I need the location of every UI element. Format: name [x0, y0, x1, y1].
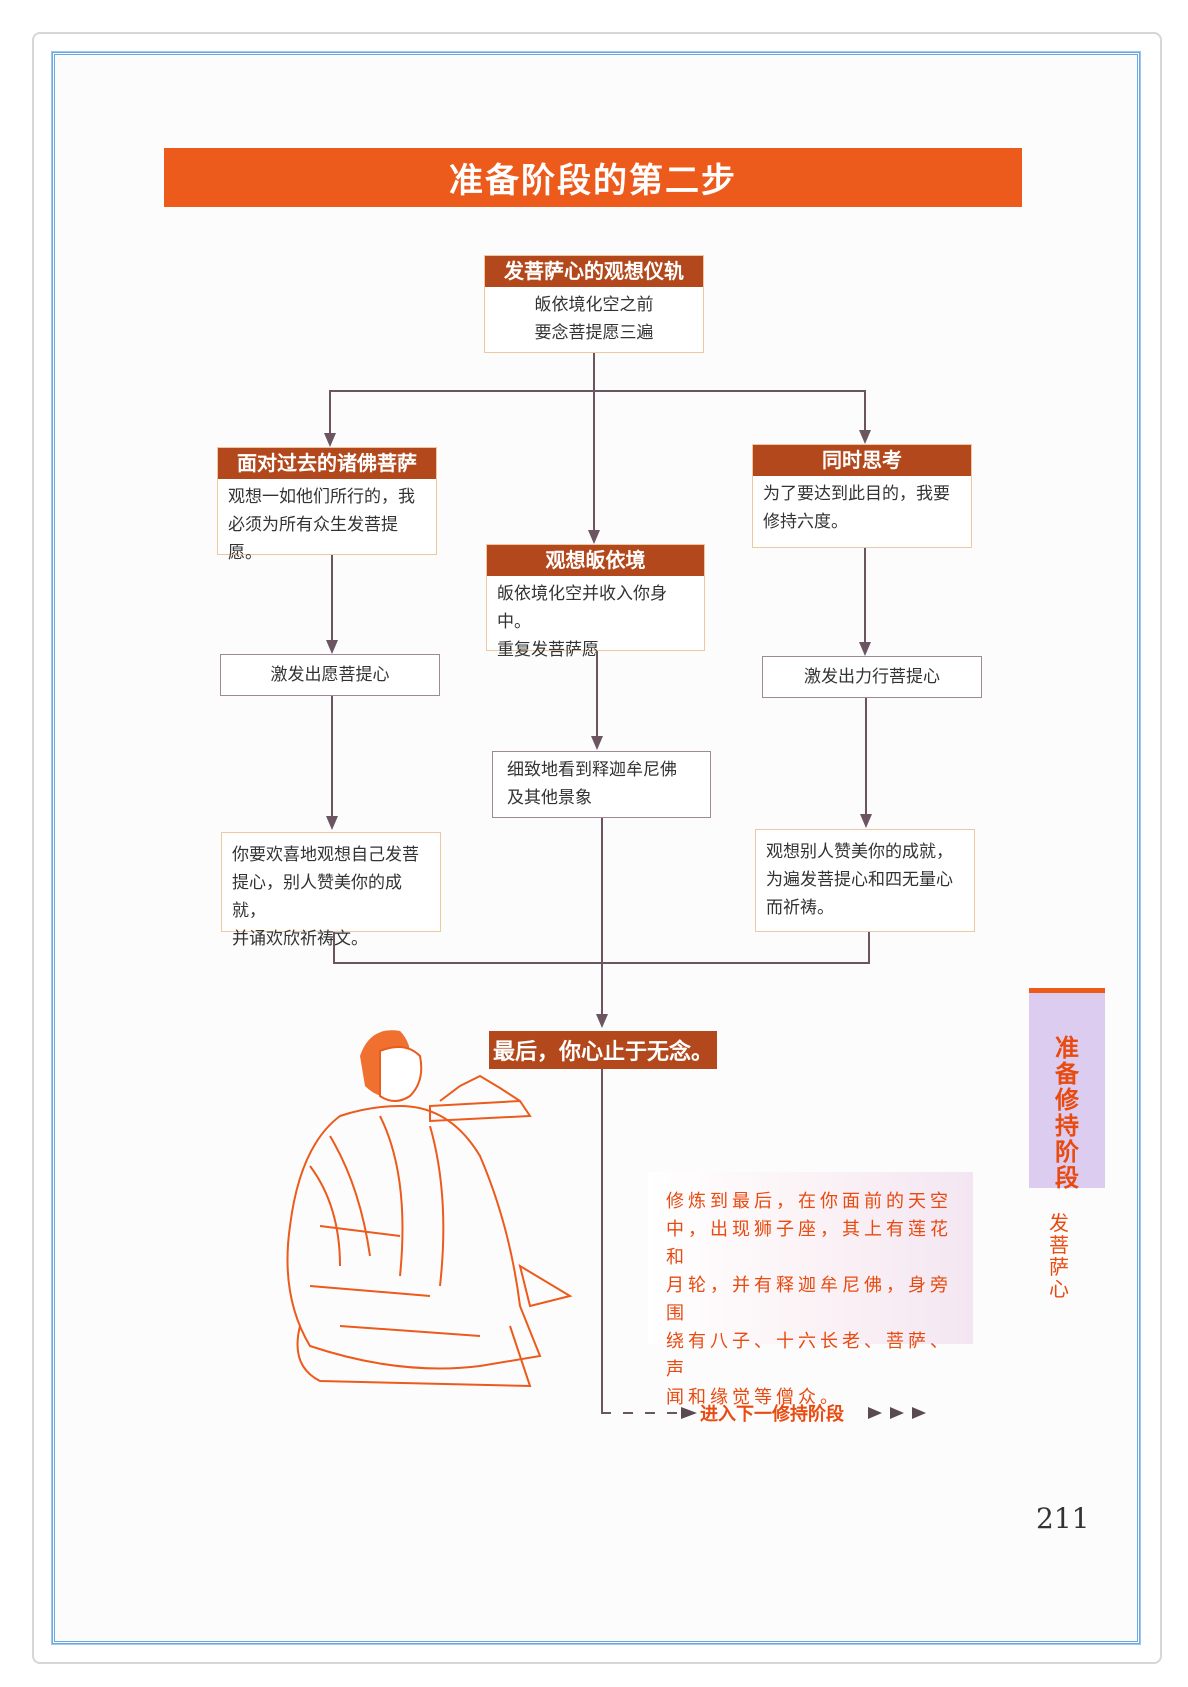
final-box: 最后，你心止于无念。: [489, 1031, 717, 1069]
triangle-icon: [890, 1407, 904, 1419]
note-line: 中，出现狮子座，其上有莲花和: [666, 1219, 952, 1268]
page-title: 准备阶段的第二步: [164, 148, 1022, 207]
connector: [331, 696, 333, 821]
connector: [865, 698, 867, 818]
middle-step-line: 细致地看到释迦牟尼佛: [507, 760, 677, 780]
left-result-box: 你要欢喜地观想自己发菩 提心，别人赞美你的成就， 并诵欢欣祈祷文。: [221, 832, 441, 949]
side-tab-subtitle: 发菩萨心: [1049, 1211, 1069, 1301]
arrow-down-icon: [859, 430, 871, 444]
note-line: 闻和缘觉等僧众。: [666, 1387, 842, 1408]
arrow-down-icon: [859, 642, 871, 656]
middle-box-line: 皈依境化空并收入你身中。: [497, 584, 667, 632]
left-step-box: 激发出愿菩提心: [220, 654, 440, 696]
connector: [601, 818, 603, 1018]
arrow-down-icon: [588, 530, 600, 544]
arrow-down-icon: [326, 640, 338, 654]
connector: [593, 353, 595, 537]
dashed-arrow-icon: [601, 1407, 697, 1419]
arrow-down-icon: [860, 814, 872, 828]
connector: [864, 390, 866, 435]
note-line: 绕有八子、十六长老、菩萨、声: [666, 1331, 952, 1380]
note-line: 月轮，并有释迦牟尼佛，身旁围: [666, 1275, 952, 1324]
connector: [329, 390, 866, 392]
triangle-icon: [912, 1407, 926, 1419]
left-result-line: 提心，别人赞美你的成就，: [232, 873, 402, 921]
connector: [601, 1069, 603, 1414]
right-result-box: 观想别人赞美你的成就， 为遍发菩提心和四无量心 而祈祷。: [755, 829, 975, 932]
right-result-line: 观想别人赞美你的成就，: [766, 842, 953, 862]
left-box-line: 观想一如他们所行的，我: [228, 487, 415, 507]
left-box-header: 面对过去的诸佛菩萨: [218, 448, 436, 479]
left-result-line: 并诵欢欣祈祷文。: [232, 929, 368, 949]
arrow-down-icon: [596, 1014, 608, 1028]
top-box: 发菩萨心的观想仪轨 皈依境化空之前 要念菩提愿三遍: [484, 255, 704, 353]
arrow-down-icon: [591, 736, 603, 750]
arrow-down-icon: [324, 433, 336, 447]
middle-step-line: 及其他景象: [507, 788, 592, 808]
middle-box: 观想皈依境 皈依境化空并收入你身中。 重复发菩萨愿: [486, 544, 705, 660]
right-box-header: 同时思考: [753, 445, 971, 476]
middle-step-box: 细致地看到释迦牟尼佛 及其他景象: [492, 751, 711, 818]
right-step-box: 激发出力行菩提心: [762, 656, 982, 698]
right-result-line: 为遍发菩提心和四无量心: [766, 870, 953, 890]
top-box-line: 要念菩提愿三遍: [534, 323, 654, 343]
triangle-icon: [868, 1407, 882, 1419]
right-box: 同时思考 为了要达到此目的，我要 修持六度。: [752, 444, 972, 548]
middle-box-line: 重复发菩萨愿: [497, 640, 599, 660]
next-stage-link[interactable]: 进入下一修持阶段: [700, 1404, 844, 1425]
left-result-line: 你要欢喜地观想自己发菩: [232, 845, 419, 865]
right-result-line: 而祈祷。: [766, 898, 834, 918]
middle-box-header: 观想皈依境: [487, 545, 704, 576]
monk-illustration: [286, 1030, 573, 1388]
right-box-line: 为了要达到此目的，我要: [763, 484, 950, 504]
left-box: 面对过去的诸佛菩萨 观想一如他们所行的，我 必须为所有众生发菩提愿。: [217, 447, 437, 563]
note-text: 修炼到最后，在你面前的天空 中，出现狮子座，其上有莲花和 月轮，并有释迦牟尼佛，…: [648, 1172, 973, 1408]
connector: [333, 932, 335, 964]
note-line: 修炼到最后，在你面前的天空: [666, 1191, 952, 1212]
connector: [596, 651, 598, 741]
connector: [868, 932, 870, 964]
side-tab: 准备修持阶段: [1029, 988, 1105, 1192]
side-tab-title: 准备修持阶段: [1055, 1034, 1079, 1192]
arrow-down-icon: [326, 816, 338, 830]
connector: [331, 555, 333, 645]
left-box-line: 必须为所有众生发菩提愿。: [228, 515, 398, 563]
connector: [864, 548, 866, 646]
right-box-line: 修持六度。: [763, 512, 848, 532]
top-box-header: 发菩萨心的观想仪轨: [485, 256, 703, 287]
connector: [329, 390, 331, 438]
top-box-line: 皈依境化空之前: [534, 295, 654, 315]
page-number: 211: [1036, 1502, 1090, 1535]
